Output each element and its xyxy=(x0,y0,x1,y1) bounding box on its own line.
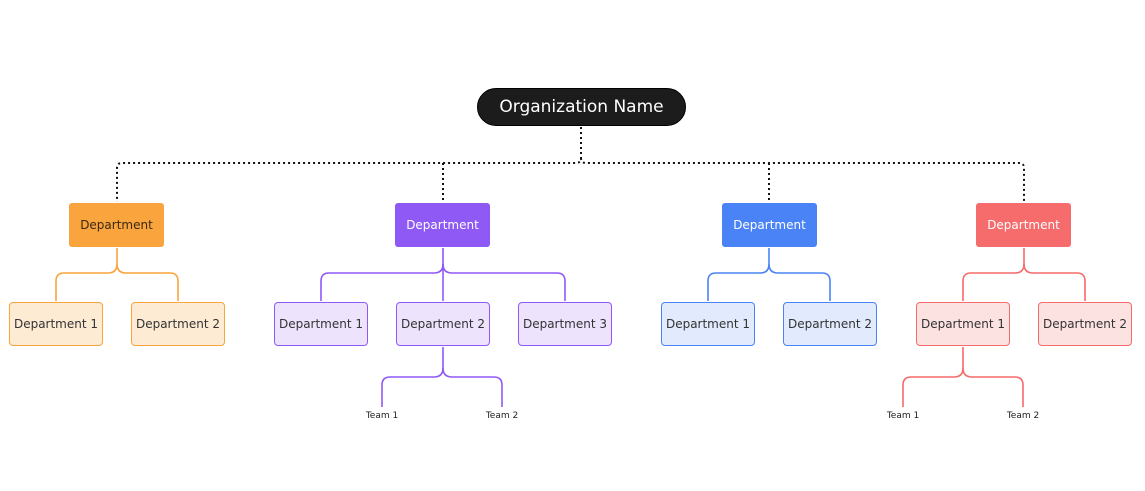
sub-department-node[interactable]: Department 2 xyxy=(783,302,877,346)
department-node-orange[interactable]: Department xyxy=(69,203,164,247)
sub-department-node[interactable]: Department 1 xyxy=(661,302,755,346)
sub-department-node[interactable]: Department 2 xyxy=(1038,302,1132,346)
root-connector xyxy=(116,127,582,202)
department-node-red[interactable]: Department xyxy=(976,203,1071,247)
team-label[interactable]: Team 1 xyxy=(365,411,399,421)
org-root-node[interactable]: Organization Name xyxy=(477,88,686,126)
team-label[interactable]: Team 1 xyxy=(886,411,920,421)
root-connector xyxy=(580,157,1025,202)
sub-department-node[interactable]: Department 1 xyxy=(274,302,368,346)
department-node-blue[interactable]: Department xyxy=(722,203,817,247)
team-label[interactable]: Team 2 xyxy=(485,411,519,421)
sub-department-node[interactable]: Department 1 xyxy=(916,302,1010,346)
sub-department-node[interactable]: Department 2 xyxy=(131,302,225,346)
sub-department-node[interactable]: Department 1 xyxy=(9,302,103,346)
department-node-purple[interactable]: Department xyxy=(395,203,490,247)
sub-department-node[interactable]: Department 3 xyxy=(518,302,612,346)
team-label[interactable]: Team 2 xyxy=(1006,411,1040,421)
sub-department-node[interactable]: Department 2 xyxy=(396,302,490,346)
